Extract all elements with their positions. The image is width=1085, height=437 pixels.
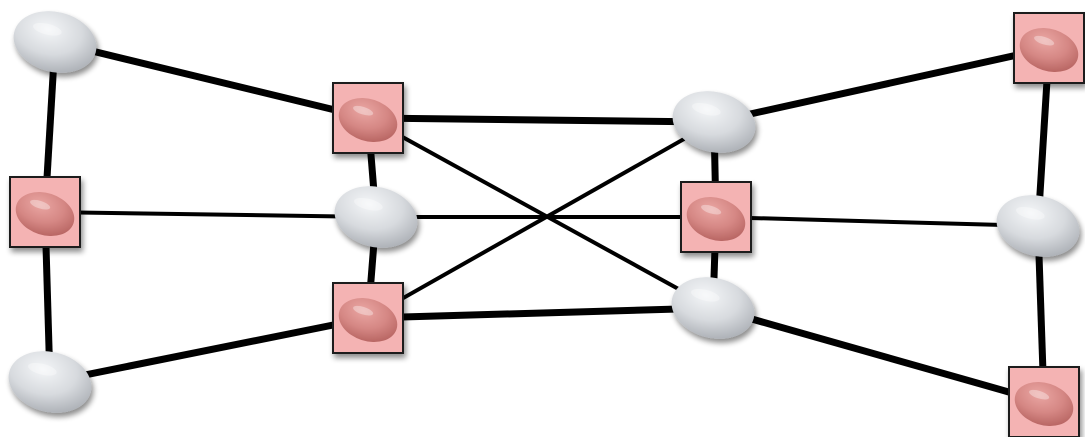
edge-g-top-left-to-p-center-left-top	[54, 38, 369, 122]
stone-highlight	[691, 288, 720, 302]
stone-highlight	[1029, 389, 1050, 400]
pink-square-node	[332, 282, 404, 354]
stone-shape	[1014, 381, 1074, 427]
edges-layer	[41, 38, 1053, 406]
edge-p-mid-left-to-g-center-left-mid	[44, 210, 377, 219]
stone-highlight	[353, 305, 374, 316]
stone-shape	[686, 196, 746, 242]
gray-stone-node	[671, 277, 755, 339]
stone-shape	[338, 97, 398, 143]
stone-highlight	[30, 199, 51, 210]
stone-shape	[334, 186, 418, 248]
stone-highlight	[701, 204, 722, 215]
stone-shape	[671, 277, 755, 339]
stone-highlight	[28, 362, 57, 376]
stone-highlight	[1034, 35, 1055, 46]
edge-p-center-right-mid-to-g-mid-right	[715, 215, 1039, 228]
edge-g-bottom-left-to-p-center-left-bottom	[49, 314, 369, 386]
pink-square-node	[680, 181, 752, 253]
edge-p-center-left-top-to-g-center-right-bottom	[367, 116, 714, 310]
stone-shape	[13, 11, 97, 73]
edge-g-center-right-bottom-to-p-bottom-right	[712, 304, 1045, 406]
stone-shape	[672, 91, 756, 153]
pink-square-node	[1008, 366, 1080, 437]
stone-shape	[15, 191, 75, 237]
stone-highlight	[1016, 206, 1045, 220]
stone-highlight	[353, 105, 374, 116]
edge-p-center-left-bottom-to-g-center-right-top	[367, 120, 715, 320]
nodes-layer	[8, 11, 1085, 437]
edge-p-center-left-bottom-to-g-center-right-bottom	[367, 304, 714, 322]
pink-square-node	[9, 176, 81, 248]
gray-stone-node	[672, 91, 756, 153]
gray-stone-node	[8, 351, 92, 413]
stone-shape	[8, 351, 92, 413]
stone-highlight	[33, 22, 62, 36]
gray-stone-node	[13, 11, 97, 73]
stone-shape	[1019, 27, 1079, 73]
edge-g-center-right-top-to-p-top-right	[713, 44, 1050, 126]
pink-square-node	[332, 82, 404, 154]
gray-stone-node	[334, 186, 418, 248]
pink-square-node	[1013, 12, 1085, 84]
edge-p-center-left-top-to-g-center-right-top	[367, 114, 715, 126]
gray-stone-node	[996, 195, 1080, 257]
stone-shape	[338, 297, 398, 343]
stone-shape	[996, 195, 1080, 257]
stone-highlight	[354, 197, 383, 211]
stone-highlight	[692, 102, 721, 116]
